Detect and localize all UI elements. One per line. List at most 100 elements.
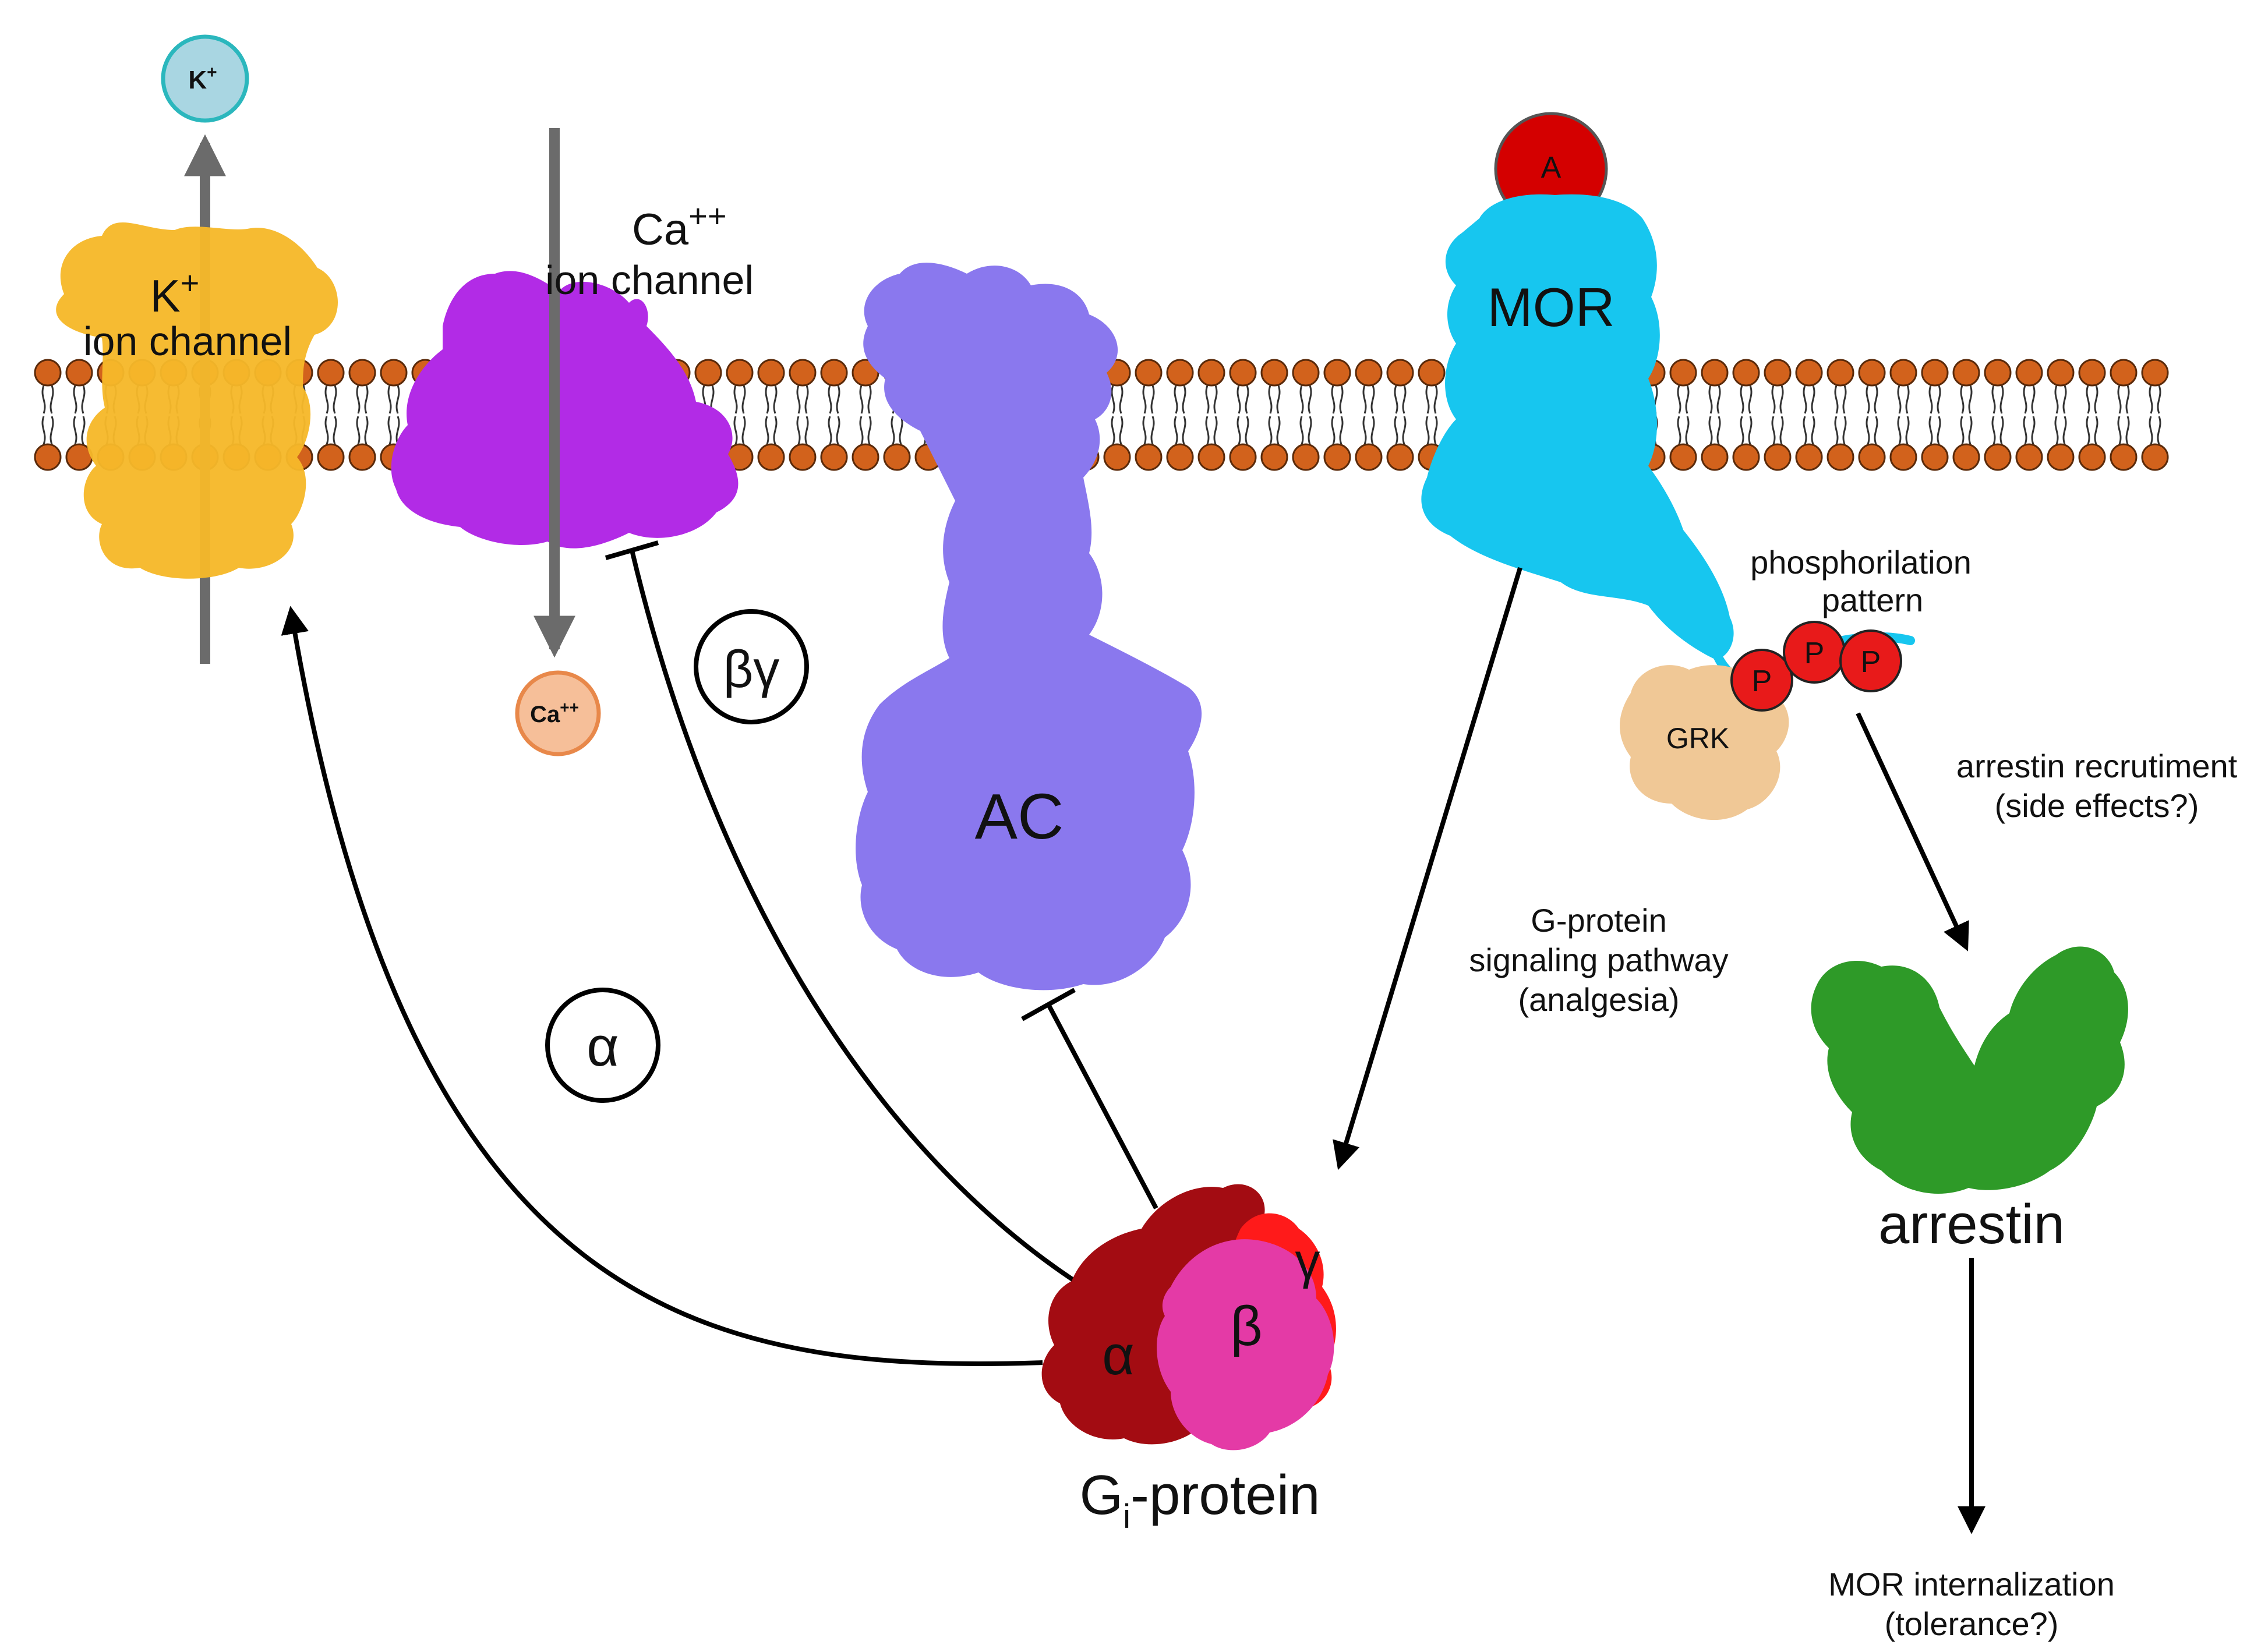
lipid-tail [2086, 416, 2098, 445]
lipid-tail [765, 385, 778, 414]
lipid-tail [1394, 385, 1407, 414]
lipid-tail [1425, 416, 1438, 445]
lipid-head [1260, 359, 1288, 387]
arrestin-label: arrestin [1878, 1193, 2065, 1255]
lipid-head [2047, 443, 2075, 471]
calcium-ion [515, 670, 601, 756]
alpha-arrow [281, 606, 1043, 1366]
betagamma-badge-label: βγ [723, 641, 780, 699]
lipid-tail [1174, 416, 1186, 445]
lipid-head [1701, 443, 1729, 471]
lipid-head [1166, 359, 1194, 387]
gprotein-pathway-line2: signaling pathway [1469, 942, 1728, 978]
lipid-head [1764, 359, 1792, 387]
lipid-tail [733, 385, 746, 414]
lipid-tail [1991, 416, 2004, 445]
lipid-tail [1928, 416, 1941, 445]
ac-inhibition-line [1046, 1003, 1158, 1209]
lipid-tail [1960, 416, 1973, 445]
lipid-head [852, 443, 879, 471]
lipid-head [1669, 443, 1697, 471]
lipid-head [1323, 443, 1351, 471]
ca-channel-ion-label: Ca++ [632, 197, 727, 254]
lipid-head [380, 359, 408, 387]
lipid-head [1952, 443, 1980, 471]
lipid-tail [73, 385, 86, 414]
g-alpha-label: α [1102, 1324, 1135, 1386]
potassium-ion [161, 34, 249, 123]
lipid-tail [2149, 385, 2161, 414]
ca-channel-name-label: ion channel [545, 257, 754, 303]
lipid-tail [1708, 416, 1721, 445]
lipid-head [1984, 443, 2012, 471]
lipid-tail [1331, 385, 1344, 414]
lipid-tail [1677, 385, 1690, 414]
lipid-head [1166, 443, 1194, 471]
lipid-tail [41, 416, 54, 445]
lipid-head [1669, 359, 1697, 387]
lipid-head [1386, 443, 1414, 471]
arrestin-pathway-line1: arrestin recrutiment [1956, 748, 2238, 784]
mu-opioid-receptor: A MOR GRK phosphorilation pattern P P P [1421, 112, 1972, 820]
lipid-tail [1866, 385, 1878, 414]
lipid-tail [1394, 416, 1407, 445]
adenylyl-cyclase-label: AC [975, 781, 1064, 852]
gi-protein-label: Gi-protein [1079, 1464, 1320, 1536]
lipid-tail [891, 416, 903, 445]
lipid-head [1292, 359, 1320, 387]
lipid-tail [387, 416, 400, 445]
lipid-head [1197, 359, 1225, 387]
lipid-head [789, 359, 817, 387]
phospho-label-line2: pattern [1822, 582, 1923, 618]
lipid-tail [828, 385, 840, 414]
g-beta-subunit [1157, 1239, 1334, 1451]
lipid-tail [1142, 385, 1155, 414]
lipid-tail [1803, 385, 1815, 414]
lipid-head [1732, 359, 1760, 387]
lipid-tail [41, 385, 54, 414]
lipid-tail [2149, 416, 2161, 445]
arrestin: arrestin [1811, 946, 2128, 1255]
lipid-head [1103, 443, 1131, 471]
phospho-site-3-label: P [1861, 645, 1881, 679]
lipid-tail [2086, 385, 2098, 414]
lipid-tail [1897, 385, 1910, 414]
lipid-head [1795, 359, 1823, 387]
lipid-tail [1205, 416, 1218, 445]
lipid-tail [1268, 416, 1281, 445]
lipid-tail [1866, 416, 1878, 445]
calcium-ion-label: Ca++ [530, 698, 579, 727]
lipid-tail [859, 416, 872, 445]
lipid-tail [1142, 416, 1155, 445]
lipid-tail [1205, 385, 1218, 414]
lipid-tail [2023, 416, 2036, 445]
phospho-sites: P P P [1730, 621, 1902, 712]
lipid-head [348, 443, 376, 471]
lipid-tail [1740, 385, 1753, 414]
lipid-head [2110, 359, 2138, 387]
lipid-head [317, 359, 345, 387]
arrestin-shape [1811, 946, 2128, 1194]
betagamma-badge: βγ [694, 609, 809, 724]
lipid-tail [73, 416, 86, 445]
k-channel-ion-label: K+ [150, 264, 200, 321]
lipid-head [883, 443, 911, 471]
lipid-tail [2054, 385, 2067, 414]
lipid-tail [324, 416, 337, 445]
lipid-tail [765, 416, 778, 445]
alpha-badge-circle [545, 988, 660, 1103]
lipid-head [820, 443, 848, 471]
lipid-tail [387, 385, 400, 414]
lipid-tail [733, 416, 746, 445]
lipid-tail [1897, 416, 1910, 445]
lipid-head [1135, 443, 1163, 471]
lipid-head [1701, 359, 1729, 387]
lipid-tail [1771, 385, 1784, 414]
lipid-tail [1834, 385, 1847, 414]
phospho-site-1 [1730, 649, 1793, 712]
alpha-badge-label: α [587, 1016, 619, 1078]
lipid-head [1921, 443, 1949, 471]
g-gamma-label: γ [1295, 1233, 1320, 1289]
potassium-ion-label: K+ [188, 63, 217, 94]
